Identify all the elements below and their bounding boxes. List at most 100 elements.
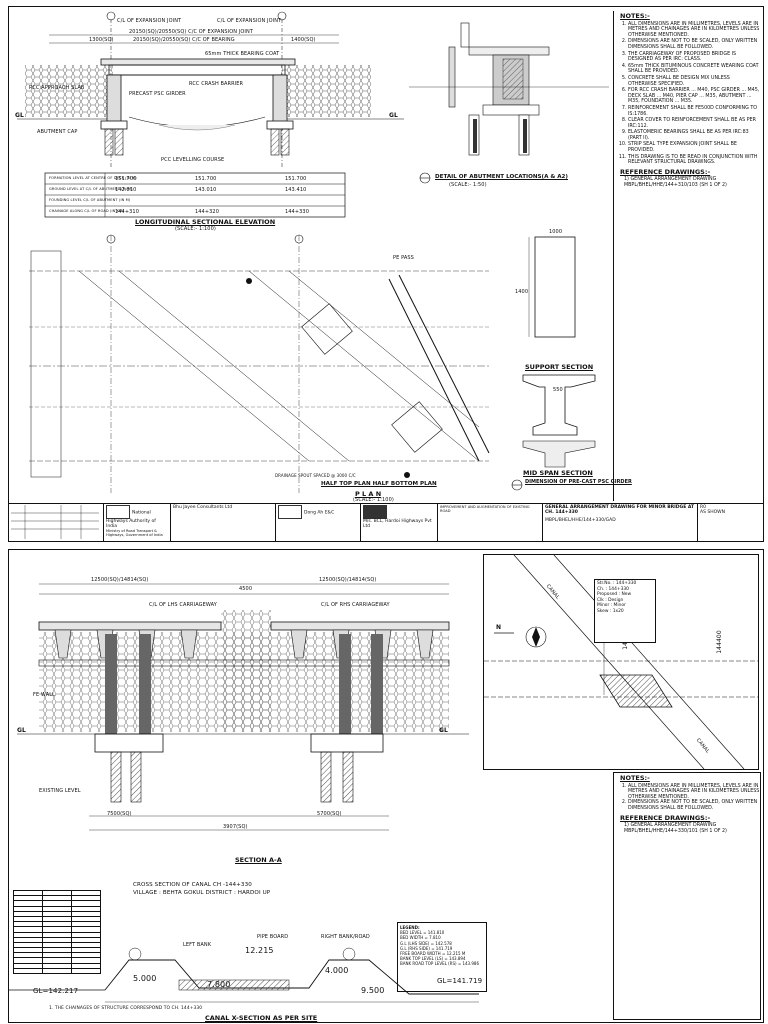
map-chainage-right: 144400	[715, 630, 723, 654]
title-longitudinal-section: LONGITUDINAL SECTIONAL ELEVATION	[135, 218, 276, 226]
note-item: ALL DIMENSIONS ARE IN MILLIMETRES, LEVEL…	[628, 22, 760, 39]
label-right-bank: RIGHT BANK/ROAD	[321, 934, 370, 940]
label-dim-9500: 9.500	[361, 986, 385, 995]
label-gl-canal-right: GL=141.719	[437, 977, 483, 985]
label-crash-barrier: RCC CRASH BARRIER	[189, 81, 244, 87]
label-girder-flange: 550	[553, 387, 563, 393]
label-lane-right: C/L OF RHS CARRIAGEWAY	[321, 602, 390, 608]
label-gl-left: GL	[17, 727, 26, 734]
label-pcc-levelling: PCC LEVELLING COURSE	[161, 157, 225, 163]
info-line: Minor : Minor	[597, 603, 626, 609]
label-left-bank: LEFT BANK	[183, 942, 212, 948]
canal-section-drawing	[9, 947, 479, 1003]
label-dim-1400: 1400(SQ)	[291, 37, 316, 43]
legend-item: G.L (LHS SIDE) = 142.578	[400, 940, 452, 946]
title-mid-span-section: MID SPAN SECTION	[523, 469, 593, 477]
note-item: 65mm THICK BITUMINOUS CONCRETE WEARING C…	[628, 64, 760, 75]
contractor-logo	[363, 505, 387, 519]
drawing-sheet-2: 12500(SQ)/14814(SQ) 12500(SQ)/14814(SQ) …	[8, 549, 764, 1023]
abutment-detail-drawing	[409, 22, 609, 184]
label-expansion-joint-right: C/L OF EXPANSION JOINT	[217, 18, 282, 24]
scale-plan: (SCALE:- 1:100)	[353, 497, 394, 503]
note-item: ALL DIMENSIONS ARE IN MILLIMETRES, LEVEL…	[628, 784, 760, 801]
label-abutment-cap: ABUTMENT CAP	[37, 129, 78, 135]
revision-value: R0	[700, 505, 706, 510]
title-canal-xsection: CANAL X-SECTION AS PER SITE	[205, 1014, 318, 1022]
table-row-label-founding: FOUNDING LEVEL C/L OF ABUTMENT (IN M)	[49, 198, 131, 202]
notes-heading-2: NOTES:-	[620, 774, 650, 782]
info-line: Str.No. : 144+330	[597, 581, 637, 586]
note-item: REINFORCEMENT SHALL BE FE500D CONFORMING…	[628, 106, 760, 117]
label-dim-5700: 5700(SQ)	[317, 811, 342, 817]
canal-legend: LEGEND: BED LEVEL = 141.810 BED WIDTH = …	[397, 922, 487, 992]
info-line: Proposed : New	[597, 592, 632, 598]
legend-item: BANK ROAD TOP LEVEL (RS) = 143.986	[400, 961, 479, 967]
project-cell: IMPROVEMENT AND AUGMENTATION OF EXISTING…	[438, 504, 543, 541]
table-row-label-ground: GROUND LEVEL AT C/L OF ABUTMENT (IN M)	[49, 187, 133, 191]
canal-data-table	[13, 889, 101, 975]
label-pipe-board: PIPE BOARD	[257, 934, 289, 940]
label-fe-wall: FE WALL	[33, 692, 55, 698]
info-line: Clk : Design	[597, 597, 624, 603]
canal-footnote: 1. THE CHAINAGES OF STRUCTURE CORRESPOND…	[49, 1006, 203, 1011]
label-drainage-spout: DRAINAGE SPOUT SPACED @ 3000 C/C	[275, 473, 356, 478]
plan-drawing	[29, 234, 490, 493]
label-pe-pass: PE PASS	[393, 255, 414, 261]
project-name: IMPROVEMENT AND AUGMENTATION OF EXISTING…	[440, 505, 530, 513]
info-line: Skew : 1x20	[597, 608, 624, 614]
structure-info-box: Str.No. : 144+330 Ch. : 144+330 Proposed…	[594, 579, 656, 643]
section-aa-drawing	[17, 583, 469, 831]
label-lane-left: C/L OF LHS CARRIAGEWAY	[149, 602, 217, 608]
consultant-name: Bhu Jayee Consultants Ltd	[173, 505, 233, 510]
legend-item: G.L (RHS SIDE) = 141.719	[400, 945, 453, 951]
notes-panel-2: NOTES:- ALL DIMENSIONS ARE IN MILLIMETRE…	[613, 772, 761, 1020]
label-dim-3907: 3907(SQ)	[223, 824, 248, 830]
legend-title: LEGEND:	[400, 925, 420, 930]
label-dim-1300: 1300(SQ)	[89, 37, 114, 43]
title-section-aa: SECTION A-A	[235, 856, 282, 864]
revision-grid	[11, 505, 99, 539]
label-bearing-dim: 20150(SQ)/20550(SQ) C/C OF BEARING	[133, 37, 235, 43]
drawing-title-cell: GENERAL ARRANGEMENT DRAWING FOR MINOR BR…	[543, 504, 698, 541]
drawing-sheet-1: C/L OF EXPANSION JOINT C/L OF EXPANSION …	[8, 6, 764, 542]
label-gl-canal-left: GL=142.217	[33, 987, 79, 995]
label-wearing-coat: 65mm THICK BEARING COAT	[205, 51, 280, 57]
note-item: DIMENSIONS ARE NOT TO BE SCALED, ONLY WR…	[628, 39, 760, 50]
legend-item: FREE BOARD WIDTH = 12.215 M	[400, 951, 466, 957]
label-approach-slab: RCC APPROACH SLAB	[29, 85, 85, 91]
legend-item: BED LEVEL = 141.810	[400, 930, 445, 936]
note-item: ELASTOMERIC BEARINGS SHALL BE AS PER IRC…	[628, 130, 760, 141]
label-dim-7500: 7500(SQ)	[107, 811, 132, 817]
revision-table	[9, 504, 104, 541]
table-cell: 143.010	[195, 187, 217, 193]
engineer-cell: Dong Ah E&C	[276, 504, 361, 541]
notes-list: ALL DIMENSIONS ARE IN MILLIMETRES, LEVEL…	[614, 22, 760, 166]
location-map-panel: N 144300 144400 CANAL CANAL Str.No. : 14…	[483, 554, 759, 770]
client-name: Ministry of Road Transport & Highways, G…	[106, 529, 163, 537]
label-existing-level: EXISTING LEVEL	[39, 788, 81, 794]
table-cell: 144+330	[285, 209, 309, 215]
location-map-drawing	[484, 555, 758, 769]
title-plan: P L A N	[355, 490, 382, 498]
scale-longitudinal: (SCALE:- 1:100)	[175, 226, 216, 232]
engineer-name: Dong Ah E&C	[304, 510, 335, 516]
table-cell: 151.700	[115, 176, 137, 182]
longitudinal-section-drawing	[17, 11, 404, 218]
label-dim-4000: 4.000	[325, 966, 349, 975]
note-item: THIS DRAWING IS TO BE READ IN CONJUNCTIO…	[628, 155, 760, 166]
info-line: Ch. : 144+330	[597, 586, 629, 592]
legend-item: BED WIDTH = 7.810	[400, 935, 441, 941]
reference-heading-2: REFERENCE DRAWINGS:-	[620, 813, 711, 822]
notes-list-2: ALL DIMENSIONS ARE IN MILLIMETRES, LEVEL…	[614, 784, 760, 812]
engineer-logo	[278, 505, 302, 519]
label-girder-width: 1000	[549, 229, 563, 235]
title-support-section: SUPPORT SECTION	[525, 363, 594, 371]
authority-name: National Highways Authority of India	[106, 510, 156, 530]
table-cell: 151.700	[285, 176, 307, 182]
map-north-label: N	[496, 624, 502, 631]
label-dim-5000: 5.000	[133, 974, 157, 983]
reference-heading: REFERENCE DRAWINGS:-	[620, 167, 711, 176]
label-overall-right: 12500(SQ)/14814(SQ)	[319, 577, 377, 583]
reference-item-2: 1) GENERAL ARRANGEMENT DRAWING MBPL/BHEL…	[624, 823, 727, 834]
